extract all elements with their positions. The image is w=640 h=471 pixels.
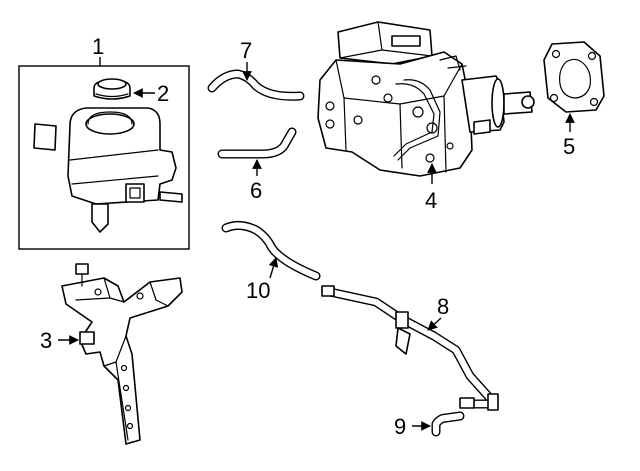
callout-8-leader bbox=[427, 317, 442, 331]
callout-5: 5 bbox=[563, 134, 575, 159]
reservoir-cap bbox=[93, 78, 131, 100]
reservoir-tank bbox=[67, 107, 183, 233]
brake-booster-assembly bbox=[317, 21, 535, 177]
hose-6 bbox=[217, 127, 297, 159]
callout-9: 9 bbox=[394, 414, 406, 439]
callout-10-leader bbox=[268, 257, 279, 279]
callout-4: 4 bbox=[425, 188, 437, 213]
reservoir-group-box bbox=[18, 65, 190, 250]
callout-3: 3 bbox=[40, 328, 52, 353]
reservoir-label-sticker bbox=[33, 123, 57, 151]
reservoir-group bbox=[18, 57, 190, 250]
callout-6: 6 bbox=[250, 178, 262, 203]
callout-10: 10 bbox=[246, 278, 270, 303]
callout-2: 2 bbox=[157, 81, 169, 106]
callout-7: 7 bbox=[240, 38, 252, 63]
bracket-grommet bbox=[79, 331, 95, 345]
hose-10 bbox=[221, 220, 321, 281]
hose-9 bbox=[431, 411, 465, 437]
hose-7 bbox=[207, 69, 305, 101]
gasket bbox=[543, 41, 605, 113]
brake-line-8 bbox=[321, 285, 499, 411]
bracket bbox=[61, 263, 183, 445]
callout-8: 8 bbox=[437, 294, 449, 319]
callout-1: 1 bbox=[92, 34, 104, 59]
